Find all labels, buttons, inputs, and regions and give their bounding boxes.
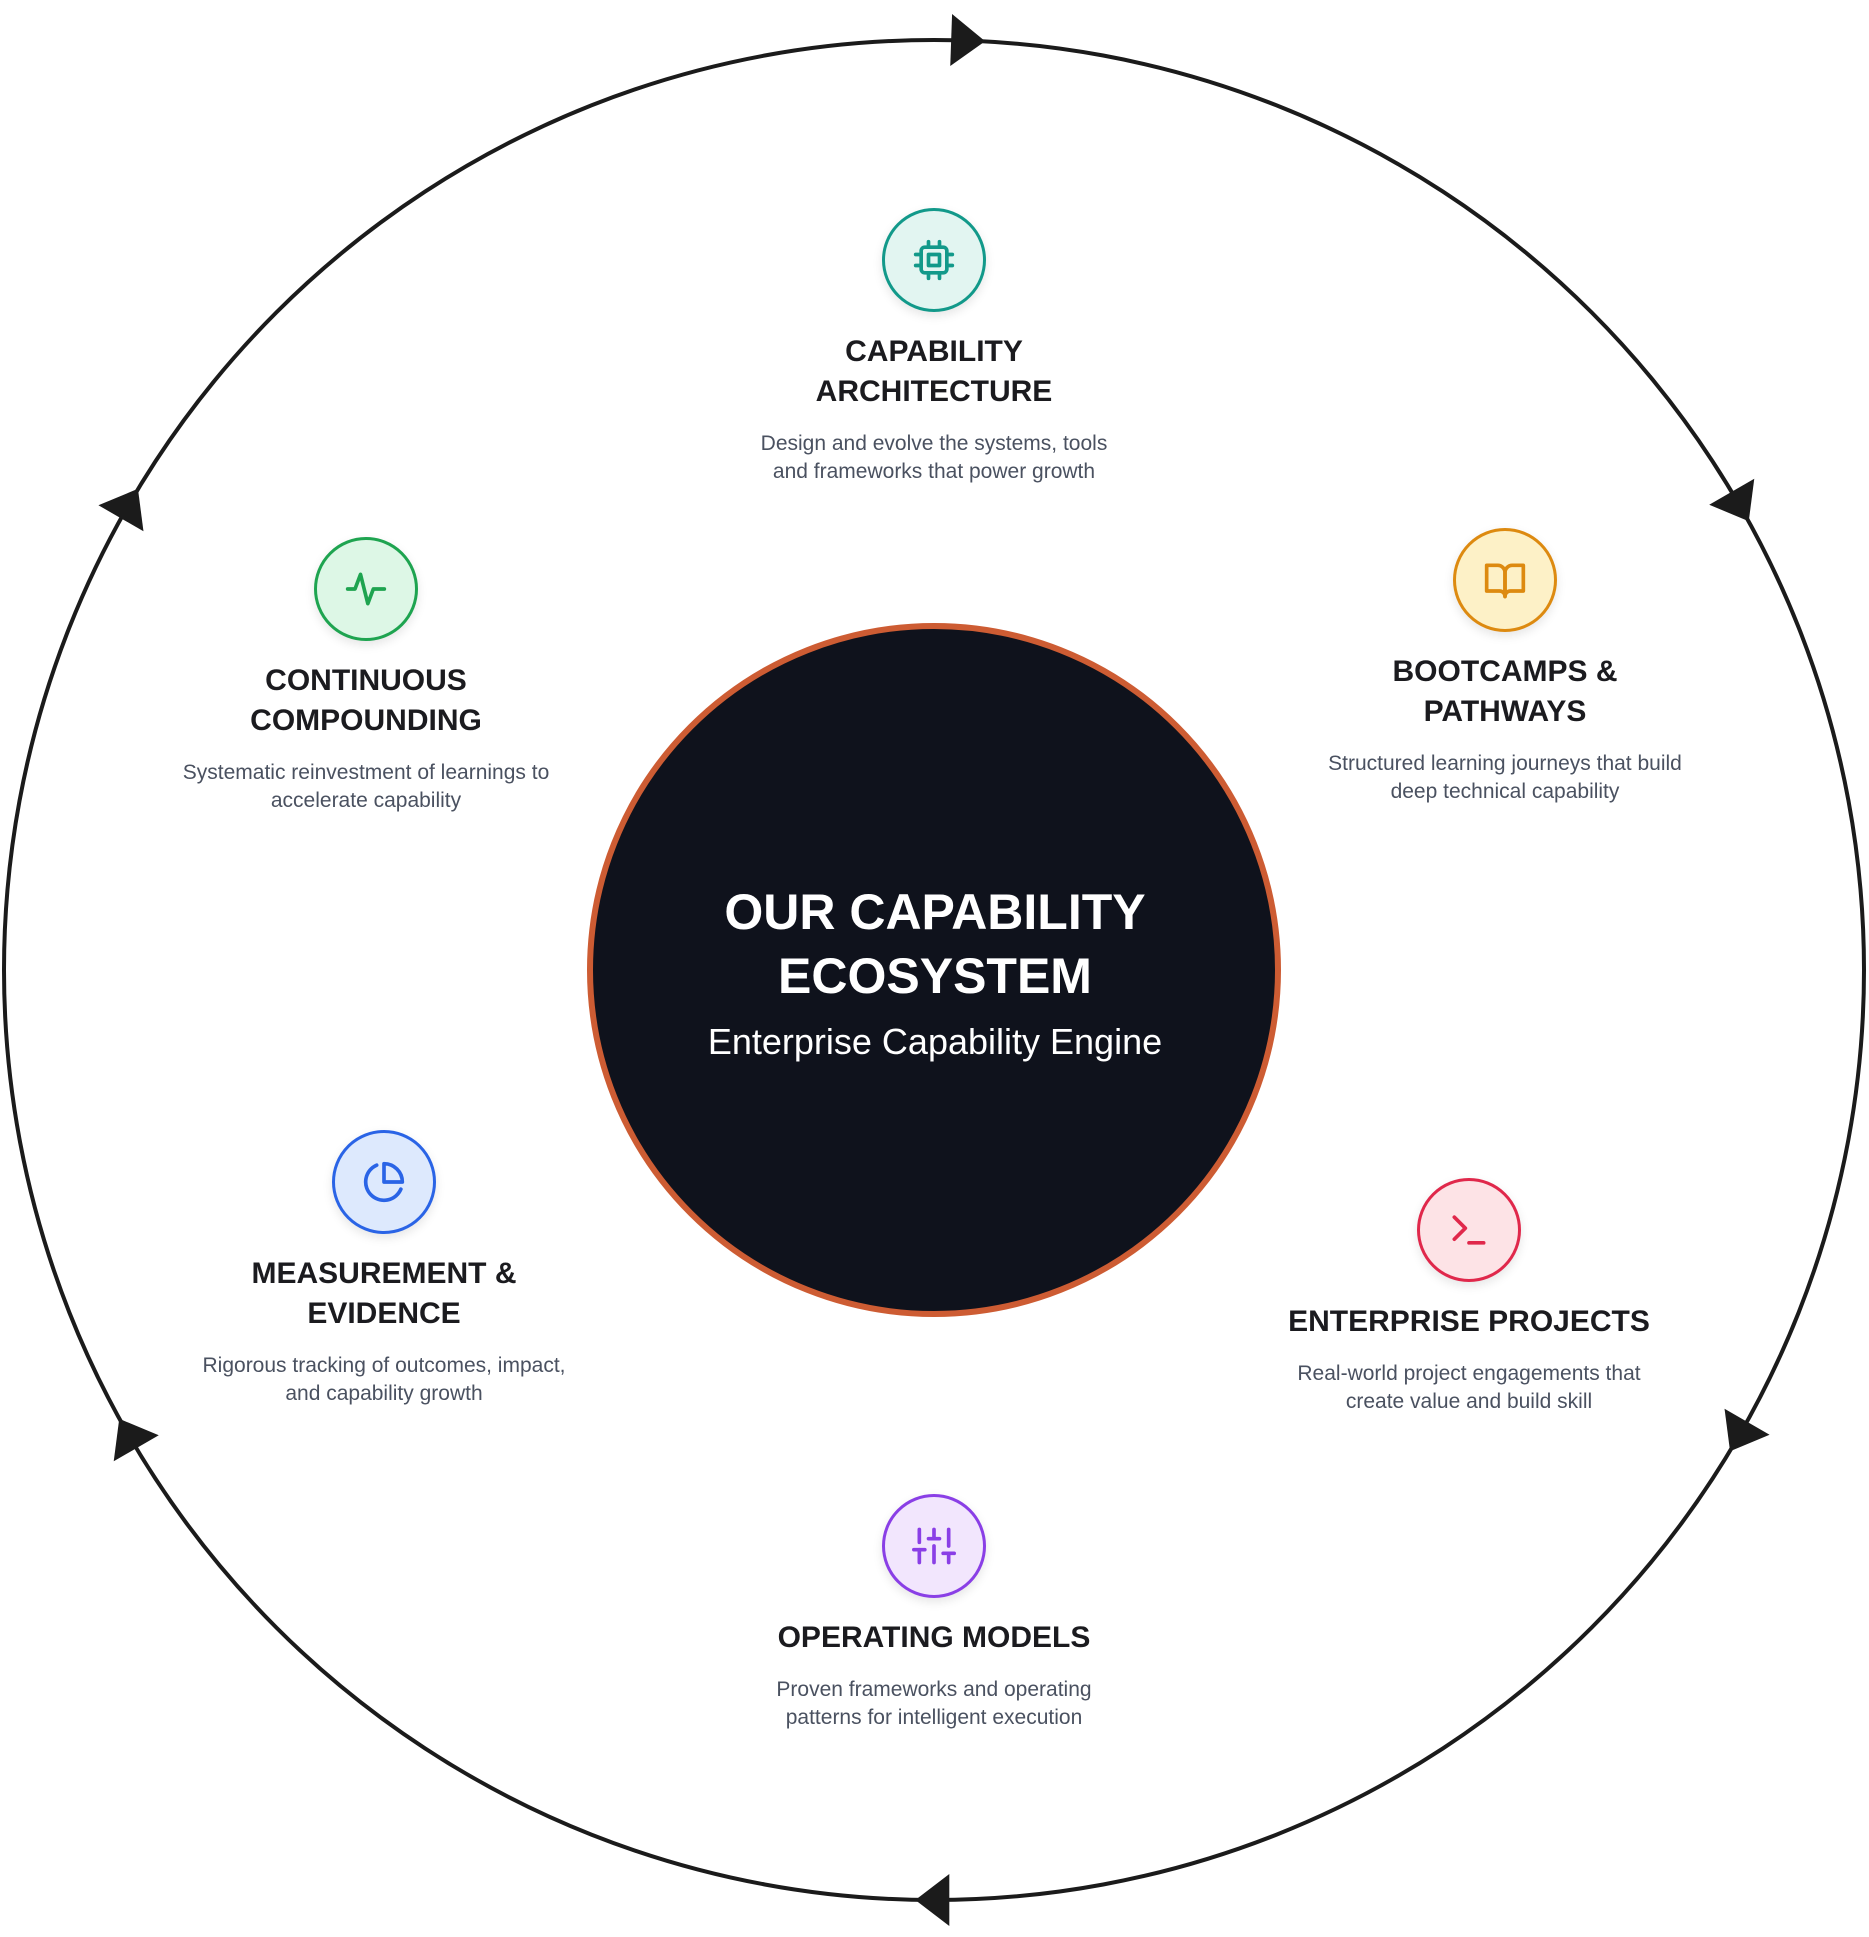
node-title: BOOTCAMPS & PATHWAYS [1285, 652, 1725, 732]
node-description: Rigorous tracking of outcomes, impact, a… [164, 1352, 604, 1408]
node-title-line1: CONTINUOUS [265, 664, 467, 697]
node-desc-line2: and frameworks that power growth [772, 460, 1096, 483]
node-title-line2: EVIDENCE [307, 1297, 461, 1330]
node-title: CONTINUOUS COMPOUNDING [146, 661, 586, 741]
node-title-line1: CAPABILITY [845, 335, 1023, 368]
node-description: Systematic reinvestment of learnings to … [146, 759, 586, 815]
cycle-arrowhead-2 [1709, 478, 1755, 522]
center-title-line1: OUR CAPABILITY [724, 884, 1146, 940]
cycle-arrowhead-4 [915, 1874, 950, 1926]
cycle-arrowhead-3 [1724, 1408, 1770, 1452]
pie-chart-icon [332, 1130, 436, 1234]
node-title: ENTERPRISE PROJECTS [1249, 1302, 1689, 1342]
node-desc-line2: deep technical capability [1390, 780, 1620, 803]
node-title-line1: MEASUREMENT & [251, 1257, 517, 1290]
node-title-line1: BOOTCAMPS & [1392, 655, 1618, 688]
chip-icon [882, 208, 986, 312]
node-title: OPERATING MODELS [714, 1618, 1154, 1658]
node-description: Real-world project engagements that crea… [1249, 1360, 1689, 1416]
cycle-arrowhead-1 [950, 14, 986, 67]
cycle-arrowhead-6 [98, 488, 144, 532]
cycle-arrowhead-5 [113, 1418, 159, 1462]
terminal-icon [1417, 1178, 1521, 1282]
node-description: Proven frameworks and operating patterns… [714, 1676, 1154, 1732]
node-title-line2: PATHWAYS [1423, 695, 1587, 728]
center-title-line2: ECOSYSTEM [778, 948, 1092, 1004]
pulse-icon [314, 537, 418, 641]
node-desc-line1: Rigorous tracking of outcomes, impact, [202, 1354, 566, 1377]
node-title: MEASUREMENT & EVIDENCE [164, 1254, 604, 1334]
node-desc-line2: accelerate capability [270, 789, 462, 812]
node-title-line2: COMPOUNDING [250, 704, 482, 737]
node-desc-line2: create value and build skill [1345, 1390, 1593, 1413]
node-desc-line2: patterns for intelligent execution [785, 1706, 1083, 1729]
node-title: CAPABILITY ARCHITECTURE [714, 332, 1154, 412]
center-hub [587, 623, 1281, 1317]
node-desc-line1: Structured learning journeys that build [1328, 752, 1682, 775]
book-icon [1453, 528, 1557, 632]
node-description: Structured learning journeys that build … [1285, 750, 1725, 806]
node-description: Design and evolve the systems, tools and… [714, 430, 1154, 486]
node-desc-line1: Proven frameworks and operating [776, 1678, 1092, 1701]
sliders-icon [882, 1494, 986, 1598]
node-desc-line1: Design and evolve the systems, tools [760, 432, 1108, 455]
cycle-arrowheads [98, 14, 1770, 1926]
node-title-line2: ARCHITECTURE [815, 375, 1053, 408]
node-desc-line1: Real-world project engagements that [1297, 1362, 1641, 1385]
node-desc-line1: Systematic reinvestment of learnings to [182, 761, 550, 784]
node-desc-line2: and capability growth [285, 1382, 483, 1405]
center-subtitle: Enterprise Capability Engine [707, 1021, 1163, 1062]
node-title-line1: ENTERPRISE PROJECTS [1288, 1305, 1650, 1338]
node-title-line1: OPERATING MODELS [777, 1621, 1091, 1654]
center-title: OUR CAPABILITY ECOSYSTEM [600, 880, 1270, 1008]
